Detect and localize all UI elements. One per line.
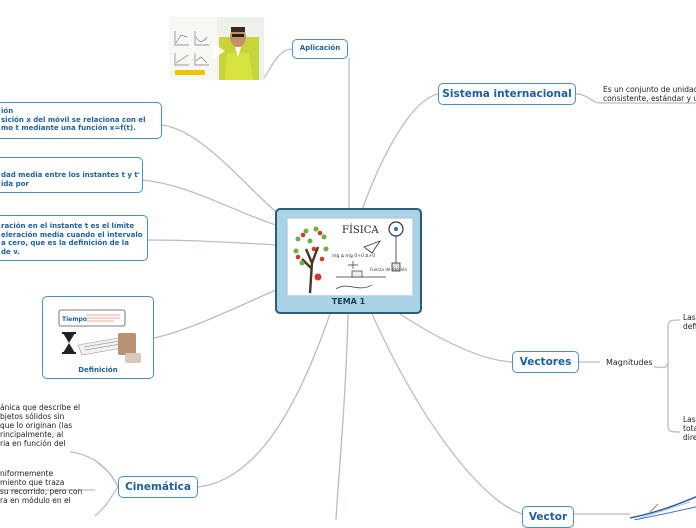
card-velocidad-media[interactable]: dad media entre los instantes t y t' ida… [0,157,143,193]
card-posicion-line: ión [1,107,14,115]
play-icon[interactable] [213,43,225,59]
card-aceleracion-line: a cero, que es la definición de la [1,239,129,248]
topic-sistema-internacional[interactable]: Sistema internacional [438,83,576,105]
note-las-1: Las defi [683,313,696,331]
hourglass-icon [62,332,76,354]
card-velocidad-line: dad media entre los instantes t y t' [1,171,140,179]
cinematica-uniforme-line: niformemente [0,469,54,478]
si-description-line: Es un conjunto de unidad [603,85,696,94]
tiempo-word: Tiempo [62,316,87,323]
si-description-line: consistente, estándar y u [603,94,696,103]
link-vector [371,313,523,515]
link-las-2 [667,362,681,433]
link-posicion [161,124,277,213]
topic-cinematica[interactable]: Cinemática [118,476,198,498]
formula-text: mg ∆ mg 0+0 ∆+0 [332,253,375,259]
link-cin-unif-b [94,486,119,517]
link-cin-unif [94,459,119,488]
note-las-2-line: Las [683,415,696,424]
card-aceleracion[interactable]: ración en el instante t es el límite ele… [0,215,148,261]
link-definicion [153,289,277,339]
cinematica-definition-line: que lo originan (las [0,421,73,430]
definicion-illustration: Tiempo [58,309,141,363]
topic-definicion-label: Definición [78,366,118,374]
vector-diagram-thumbnail[interactable] [630,494,696,520]
topic-vectores-label: Vectores [519,356,572,368]
si-description: Es un conjunto de unidad consistente, es… [603,85,696,103]
card-posicion-line: mo t mediante una función x=f(t). [1,124,136,133]
link-aplicacion-thumb [263,48,293,79]
link-cinematica [197,313,331,488]
topic-aplicacion-label: Aplicación [299,44,341,52]
link-velocidad [142,179,277,226]
topic-vectores[interactable]: Vectores [512,351,579,373]
note-las-2-line: dire [683,433,696,442]
force-text: Fuerza de fricción [370,267,407,272]
note-las-2-line: tota [683,424,696,433]
cinematica-uniforme-line: ra en módulo en el [0,496,71,505]
cinematica-uniforme-note: niformemente miento que traza su recorri… [0,469,82,505]
topic-vector-label: Vector [528,511,568,523]
cinematica-definition-line: ánica que describe el [0,403,81,412]
aplicacion-video-thumbnail[interactable] [169,17,264,80]
card-velocidad-line: ida por [1,179,29,188]
link-las-1 [667,319,681,362]
note-las-1-line: defi [683,322,696,331]
cinematica-uniforme-line: su recorrido, pero con [0,487,83,496]
central-title: TEMA 1 [331,297,366,306]
note-las-2: Las tota dire [683,415,696,442]
cinematica-definition-line: rincipalmente, al [0,430,64,439]
link-sistema-note [575,93,696,104]
link-vectores [399,313,513,363]
topic-definicion[interactable]: Tiempo Definición [42,296,154,379]
central-topic[interactable]: FÍSICA mg ∆ mg 0+0 ∆+0 Fuerza de fricció… [275,208,422,314]
link-magnitudes-note [653,361,669,369]
card-posicion[interactable]: ión sición x del móvil se relaciona con … [0,102,162,139]
cinematica-definition-line: ria en función del [0,439,66,448]
physics-illustration: FÍSICA mg ∆ mg 0+0 ∆+0 Fuerza de fricció… [288,219,412,295]
topic-aplicacion[interactable]: Aplicación [292,39,348,59]
cinematica-definition-note: ánica que describe el bjetos sólidos sin… [0,403,80,448]
fisica-word: FÍSICA [342,224,379,236]
card-aceleracion-line: eleración media cuando el intervalo [1,230,143,239]
topic-sistema-internacional-label: Sistema internacional [442,88,572,100]
card-aceleracion-line: de v. [1,247,20,256]
card-aceleracion-line: ración en el instante t es el límite [1,222,135,230]
link-bottom [335,313,349,520]
central-image: FÍSICA mg ∆ mg 0+0 ∆+0 Fuerza de fricció… [287,218,413,296]
link-sistema [361,93,439,211]
topic-vector[interactable]: Vector [522,506,574,528]
magnitudes-label[interactable]: Magnitudes [606,358,653,367]
topic-cinematica-label: Cinemática [125,481,191,493]
cinematica-uniforme-line: miento que traza [0,478,65,487]
cinematica-definition-line: bjetos sólidos sin [0,412,65,421]
note-las-1-line: Las [683,313,696,322]
link-aceleracion [147,239,277,246]
video-thumbnail-art [169,17,264,80]
card-posicion-line: sición x del móvil se relaciona con el [1,115,146,124]
